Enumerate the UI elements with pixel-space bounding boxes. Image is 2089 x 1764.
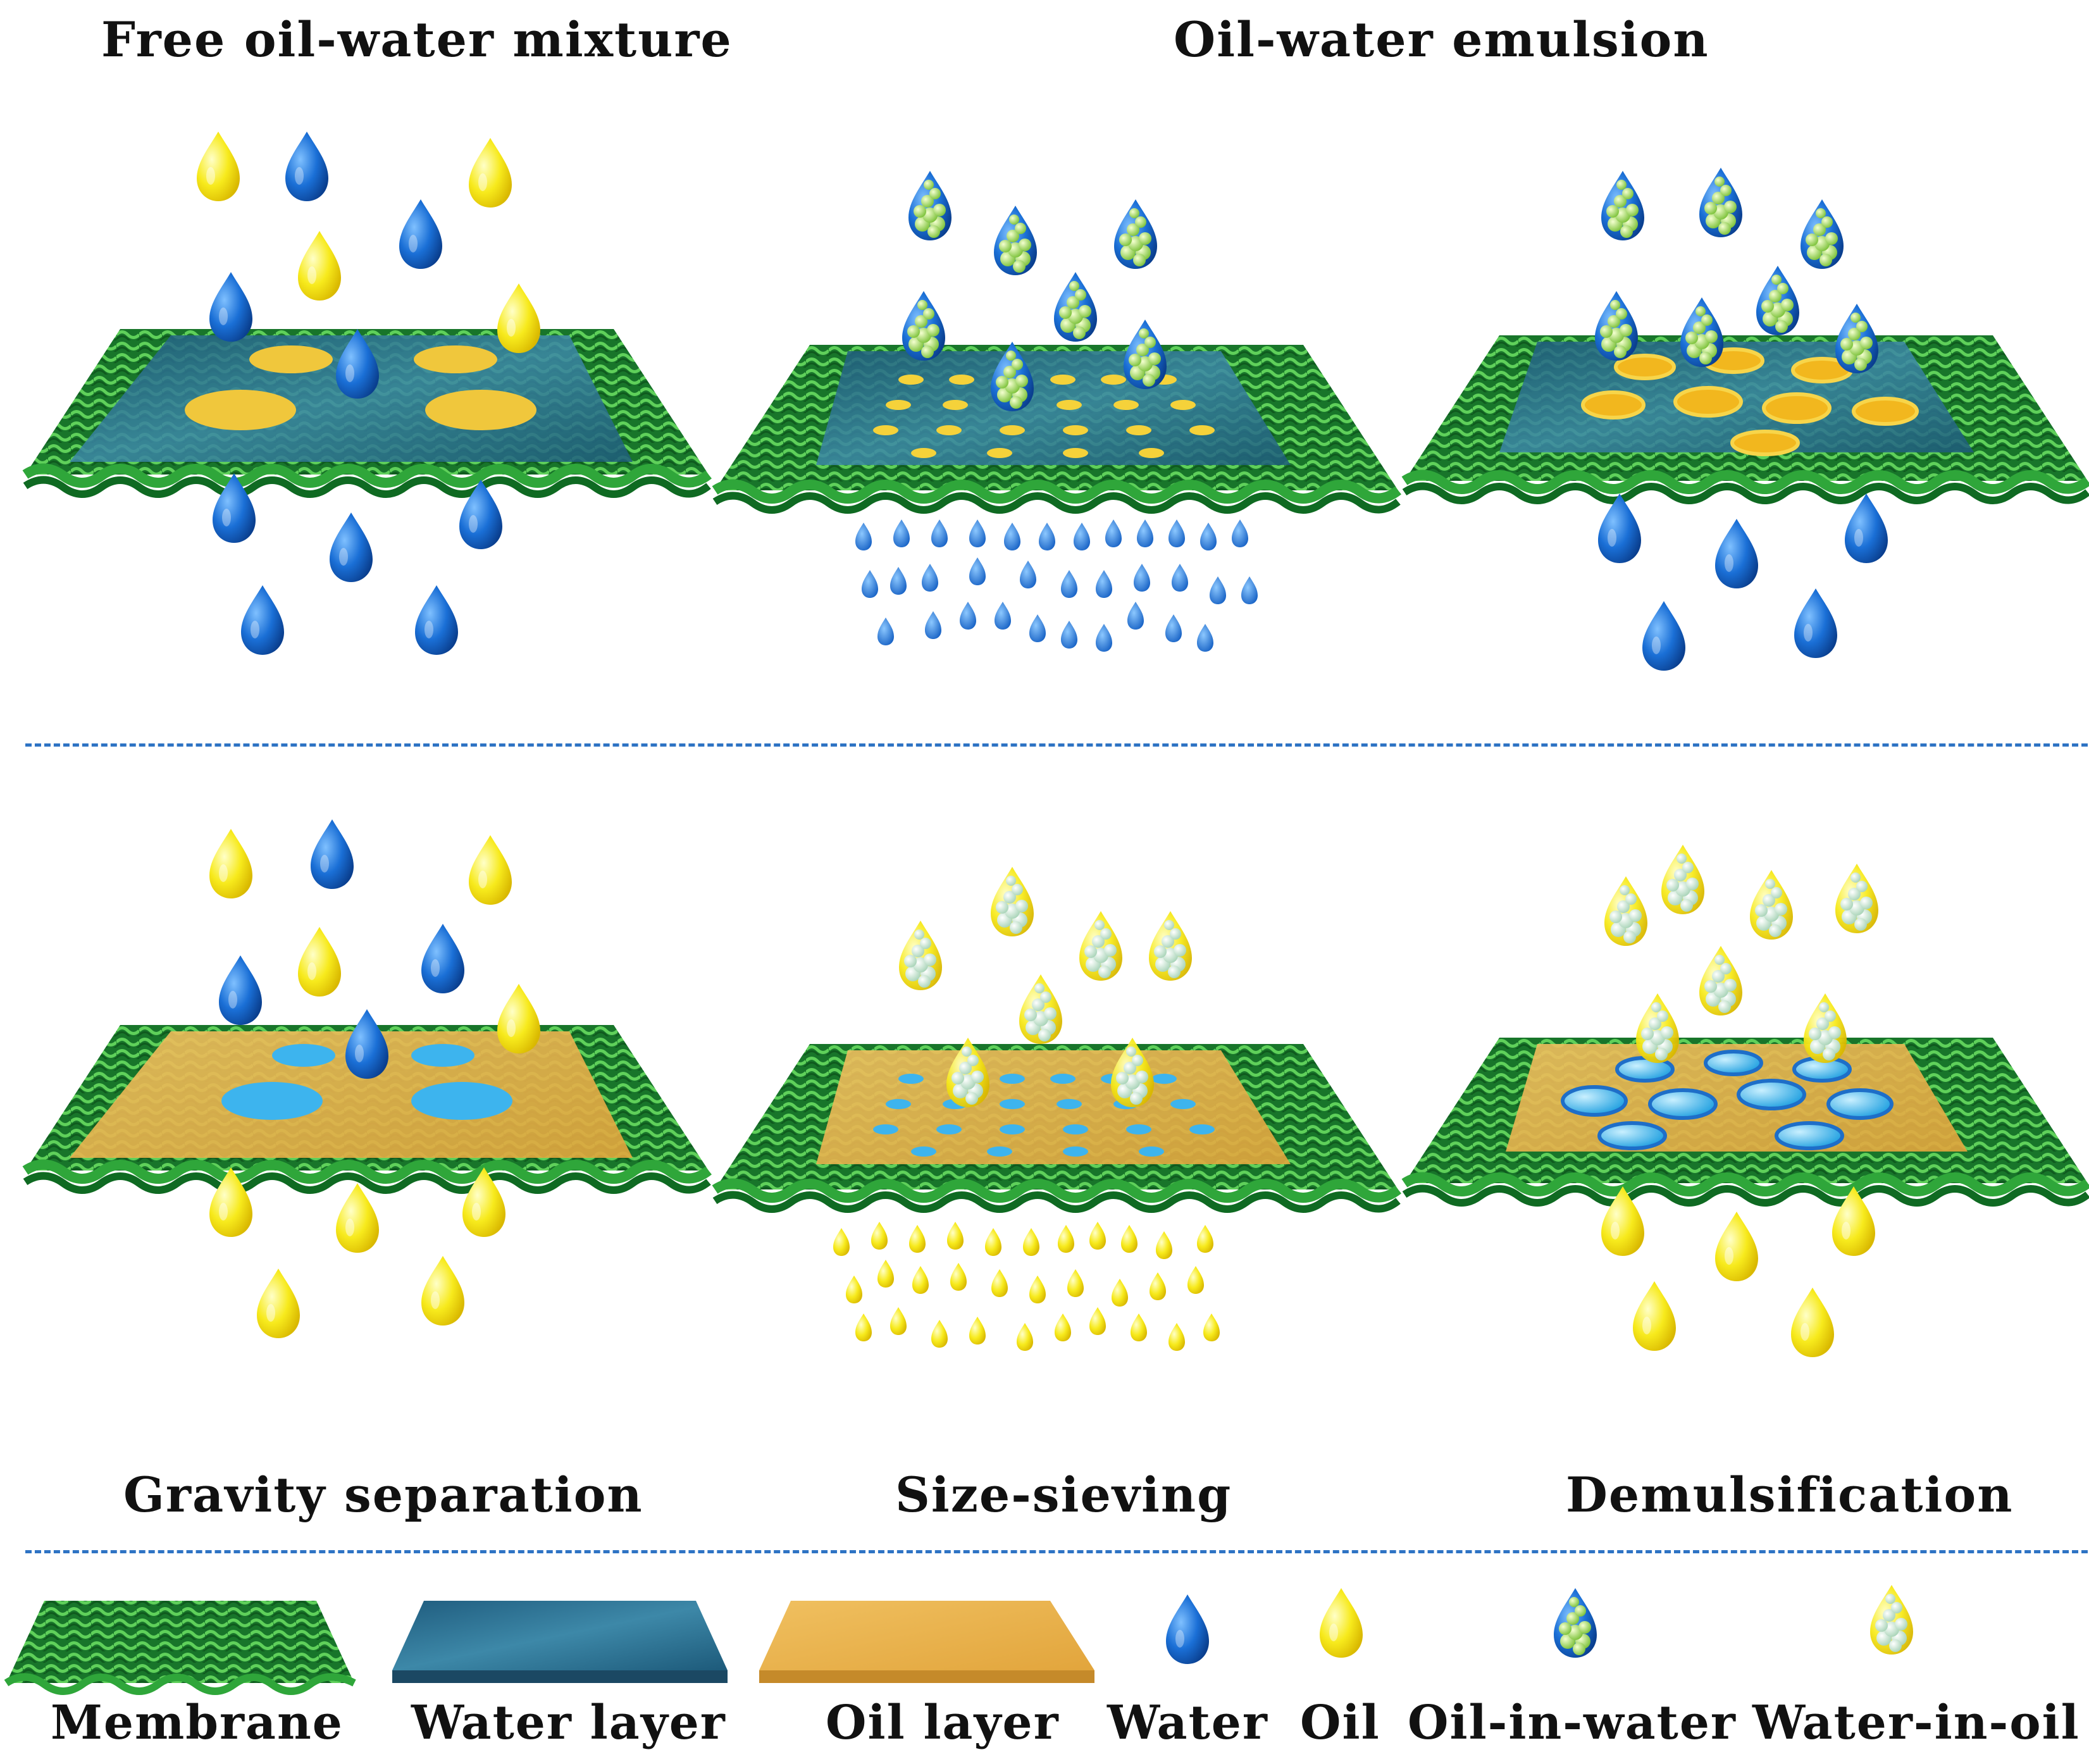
- heading-free-mixture: Free oil-water mixture: [101, 11, 733, 68]
- legend-water-in-oil-icon: [1870, 1585, 1913, 1655]
- legend-oil-in-water-label: Oil-in-water: [1408, 1696, 1737, 1750]
- legend-water-layer-swatch: [392, 1601, 728, 1683]
- panel-free-mixture-water: [25, 132, 709, 655]
- panel-demulsification-oil-in-water: [1404, 168, 2088, 671]
- legend-water-layer-label: Water layer: [411, 1696, 726, 1750]
- legend-oil-layer-swatch: [759, 1601, 1094, 1683]
- label-gravity-separation: Gravity separation: [123, 1467, 643, 1523]
- divider-lower: [25, 1550, 2088, 1553]
- label-size-sieving: Size-sieving: [895, 1467, 1232, 1523]
- legend-oil-label: Oil: [1300, 1696, 1380, 1750]
- panel-size-sieving-oil-in-water: [715, 171, 1398, 652]
- divider-upper: [25, 743, 2088, 747]
- panel-demulsification-water-in-oil: [1404, 845, 2088, 1357]
- legend-membrane-swatch: [4, 1601, 356, 1695]
- label-demulsification: Demulsification: [1566, 1467, 2014, 1523]
- permeate-water-drops: [855, 519, 1258, 652]
- legend-oil-layer-label: Oil layer: [826, 1696, 1060, 1750]
- legend-membrane-label: Membrane: [51, 1696, 344, 1750]
- heading-emulsion: Oil-water emulsion: [1174, 11, 1709, 68]
- legend-oil-in-water-icon: [1554, 1588, 1597, 1658]
- legend-water-in-oil-label: Water-in-oil: [1752, 1696, 2080, 1750]
- legend-oil-drop-icon: [1320, 1588, 1363, 1658]
- panel-size-sieving-water-in-oil: [715, 867, 1398, 1351]
- panel-gravity-separation: [25, 819, 709, 1338]
- legend-water-drop-icon: [1166, 1594, 1209, 1664]
- permeate-oil-drops: [833, 1222, 1220, 1351]
- legend-water-label: Water: [1107, 1696, 1268, 1750]
